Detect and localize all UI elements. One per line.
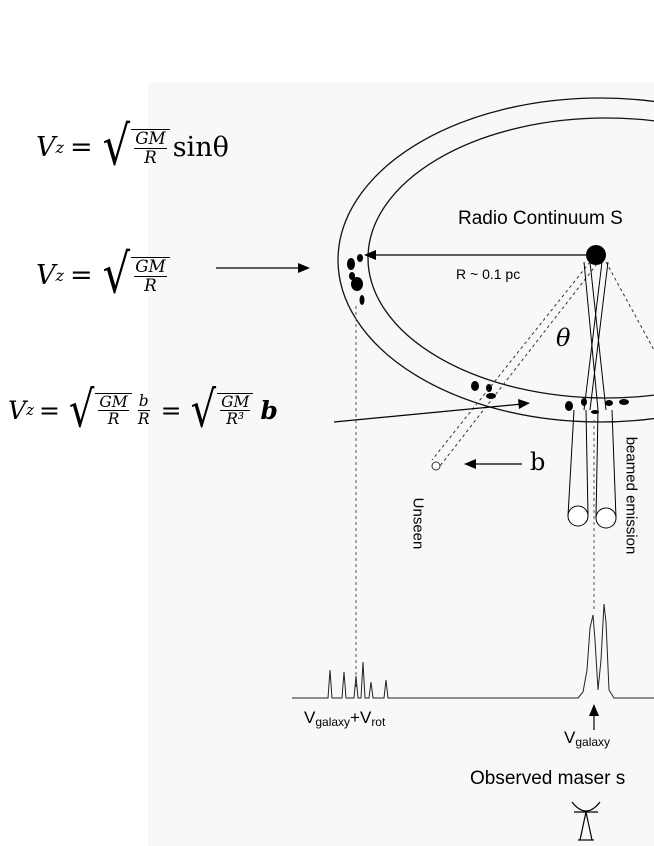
eq2-equals: = bbox=[70, 260, 93, 292]
eq3-arrow-line bbox=[333, 403, 523, 423]
eq3-den3: R³ bbox=[226, 410, 245, 428]
radio-telescope-icon bbox=[571, 801, 601, 841]
eq2-arrow-head bbox=[298, 263, 310, 273]
radius-label: R ~ 0.1 pc bbox=[456, 266, 521, 282]
beamed-cones bbox=[567, 409, 617, 529]
spectrum-trace bbox=[292, 603, 654, 699]
vgalaxy-vrot-label: Vgalaxy+Vrot bbox=[304, 708, 385, 729]
sightline-dashed-1 bbox=[431, 261, 591, 461]
eq3-num1: GM bbox=[98, 392, 129, 411]
eq1-tail: sinθ bbox=[172, 132, 229, 164]
eq3-den1: R bbox=[107, 410, 120, 428]
vrot-rot-sub: rot bbox=[371, 715, 386, 729]
eq2-radical: √ bbox=[102, 243, 131, 307]
disk-outer-ring bbox=[337, 97, 654, 423]
beam-cross-lines bbox=[583, 261, 609, 411]
vgal-v: V bbox=[564, 728, 576, 747]
eq3-arrow-head bbox=[518, 399, 530, 409]
eq3-lhs: V bbox=[8, 395, 27, 425]
maser-spots-left bbox=[347, 254, 365, 305]
eq3-radical-2: √ bbox=[190, 381, 217, 439]
sightline-dashed-2 bbox=[439, 263, 598, 467]
continuum-source bbox=[586, 245, 606, 265]
vgal-sub: galaxy bbox=[575, 735, 611, 749]
eq3-sub: z bbox=[26, 401, 34, 419]
eq1-num: GM bbox=[134, 128, 167, 149]
eq3-equals-2: = bbox=[160, 395, 182, 425]
eq3-equals: = bbox=[38, 395, 60, 425]
vrot-plus: +V bbox=[350, 708, 372, 727]
eq1-radical: √ bbox=[102, 115, 131, 179]
eq3-tail: b bbox=[260, 395, 278, 425]
b-arrow-head bbox=[464, 459, 476, 469]
eq1-den: R bbox=[144, 146, 157, 167]
eq2-sub: z bbox=[55, 266, 65, 286]
figure-panel bbox=[148, 82, 654, 846]
eq1-lhs: V bbox=[36, 132, 56, 164]
vrot-v: V bbox=[304, 708, 316, 727]
eq1-equals: = bbox=[70, 132, 93, 164]
eq1-sub: z bbox=[55, 138, 65, 158]
b-label: b bbox=[530, 448, 546, 476]
eq3-num3: GM bbox=[220, 392, 251, 411]
disk-inner-ring bbox=[367, 117, 654, 399]
vrot-galaxy-sub: galaxy bbox=[315, 715, 351, 729]
eq3-den2: R bbox=[137, 409, 150, 428]
radio-continuum-label: Radio Continuum S bbox=[458, 208, 623, 229]
unseen-endpoint bbox=[431, 461, 441, 471]
sightline-dashed-right bbox=[605, 261, 654, 351]
eq2-lhs: V bbox=[36, 260, 56, 292]
radius-arrow-head bbox=[364, 250, 376, 260]
eq3-num2: b bbox=[137, 392, 150, 411]
unseen-label: Unseen bbox=[409, 497, 427, 550]
vgalaxy-arrow-head bbox=[589, 704, 599, 716]
beamed-emission-label: beamed emission bbox=[622, 436, 640, 555]
eq2-den: R bbox=[144, 274, 157, 295]
eq3-radical-1: √ bbox=[68, 381, 95, 439]
eq2-num: GM bbox=[134, 256, 167, 277]
theta-label: θ bbox=[556, 324, 571, 352]
observed-maser-label: Observed maser s bbox=[470, 768, 626, 789]
vgalaxy-label: Vgalaxy bbox=[564, 728, 610, 749]
